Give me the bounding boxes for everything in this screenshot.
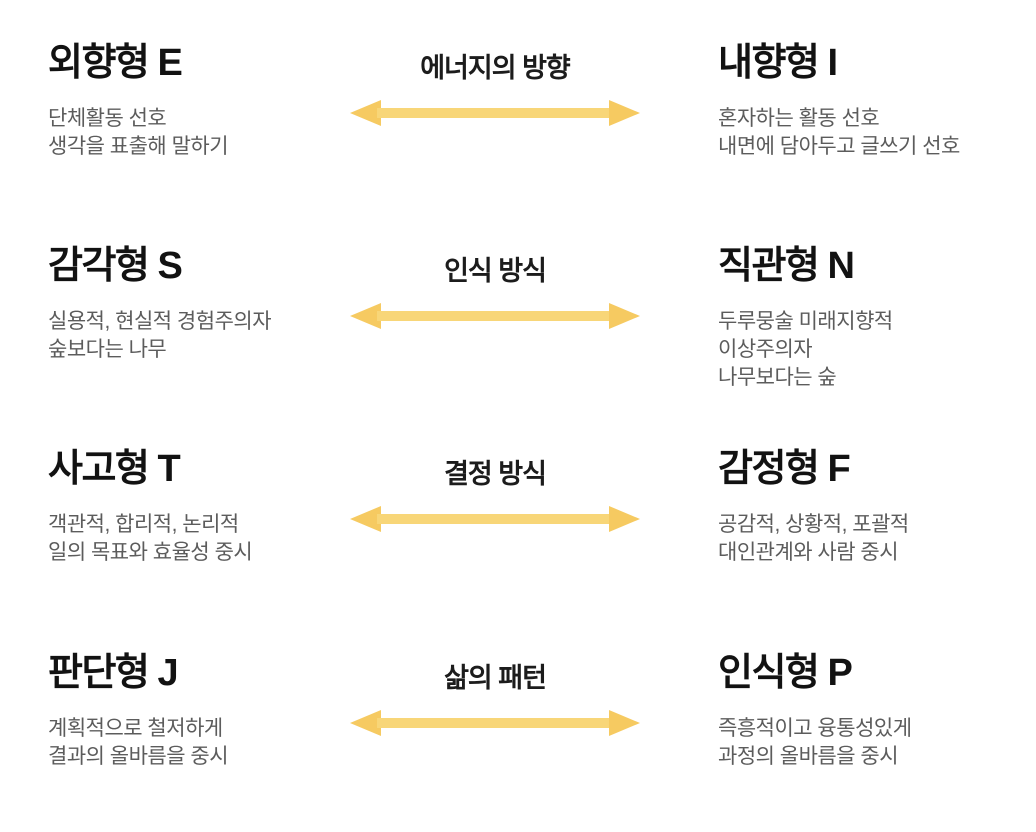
row-decision-dimension: 결정 방식	[350, 448, 640, 652]
type-description-line: 단체활동 선호	[48, 106, 167, 130]
type-description-line: 과정의 올바름을 중시	[718, 744, 899, 768]
type-description-line: 이상주의자	[718, 337, 813, 361]
arrow-right-head-icon	[609, 100, 640, 126]
row-lifestyle-right-type: 인식형 P 즉흥적이고 융통성있게 과정의 올바름을 중시	[640, 652, 1016, 832]
type-description: 객관적, 합리적, 논리적 일의 목표와 효율성 중시	[48, 511, 350, 567]
row-energy-left-type: 외향형 E 단체활동 선호 생각을 표출해 말하기	[48, 42, 350, 245]
type-title-intuition: 직관형 N	[718, 245, 855, 287]
arrow-right-head-icon	[609, 710, 640, 736]
type-description-line: 실용적, 현실적 경험주의자	[48, 309, 272, 333]
dimension-label-decision: 결정 방식	[444, 459, 547, 489]
double-headed-arrow-icon	[350, 100, 640, 126]
dimension-label-lifestyle: 삶의 패턴	[444, 663, 547, 693]
type-description-line: 결과의 올바름을 중시	[48, 744, 229, 768]
dimension-label-energy: 에너지의 방향	[420, 53, 571, 83]
dimension-label-perception: 인식 방식	[444, 256, 547, 286]
type-title-judging: 판단형 J	[48, 652, 179, 694]
row-energy-dimension: 에너지의 방향	[350, 42, 640, 245]
type-description: 혼자하는 활동 선호 내면에 담아두고 글쓰기 선호	[718, 105, 1016, 161]
type-description-line: 내면에 담아두고 글쓰기 선호	[718, 134, 960, 158]
type-description-line: 즉흥적이고 융통성있게	[718, 716, 912, 740]
type-description-line: 생각을 표출해 말하기	[48, 134, 229, 158]
row-lifestyle-left-type: 판단형 J 계획적으로 철저하게 결과의 올바름을 중시	[48, 652, 350, 832]
double-headed-arrow-icon	[350, 506, 640, 532]
type-description: 단체활동 선호 생각을 표출해 말하기	[48, 105, 350, 161]
arrow-shaft	[377, 514, 613, 524]
type-description: 즉흥적이고 융통성있게 과정의 올바름을 중시	[718, 715, 1016, 771]
arrow-left-head-icon	[350, 710, 381, 736]
arrow-left-head-icon	[350, 100, 381, 126]
type-description-line: 혼자하는 활동 선호	[718, 106, 880, 130]
type-title-introvert: 내향형 I	[718, 42, 838, 84]
type-description: 두루뭉술 미래지향적 이상주의자 나무보다는 숲	[718, 308, 1016, 392]
type-title-extravert: 외향형 E	[48, 42, 183, 84]
row-decision-right-type: 감정형 F 공감적, 상황적, 포괄적 대인관계와 사람 중시	[640, 448, 1016, 652]
row-perception-right-type: 직관형 N 두루뭉술 미래지향적 이상주의자 나무보다는 숲	[640, 245, 1016, 448]
type-title-thinking: 사고형 T	[48, 448, 181, 490]
type-description: 실용적, 현실적 경험주의자 숲보다는 나무	[48, 308, 350, 364]
arrow-shaft	[377, 718, 613, 728]
type-description-line: 일의 목표와 효율성 중시	[48, 540, 253, 564]
type-description-line: 대인관계와 사람 중시	[718, 540, 899, 564]
double-headed-arrow-icon	[350, 710, 640, 736]
type-description-line: 객관적, 합리적, 논리적	[48, 512, 239, 536]
row-perception-dimension: 인식 방식	[350, 245, 640, 448]
type-description-line: 공감적, 상황적, 포괄적	[718, 512, 909, 536]
row-decision-left-type: 사고형 T 객관적, 합리적, 논리적 일의 목표와 효율성 중시	[48, 448, 350, 652]
row-perception-left-type: 감각형 S 실용적, 현실적 경험주의자 숲보다는 나무	[48, 245, 350, 448]
double-headed-arrow-icon	[350, 303, 640, 329]
type-title-perceiving: 인식형 P	[718, 652, 853, 694]
type-description: 공감적, 상황적, 포괄적 대인관계와 사람 중시	[718, 511, 1016, 567]
type-title-feeling: 감정형 F	[718, 448, 851, 490]
arrow-right-head-icon	[609, 303, 640, 329]
row-lifestyle-dimension: 삶의 패턴	[350, 652, 640, 832]
arrow-right-head-icon	[609, 506, 640, 532]
type-description: 계획적으로 철저하게 결과의 올바름을 중시	[48, 715, 350, 771]
type-description-line: 숲보다는 나무	[48, 337, 167, 361]
arrow-shaft	[377, 108, 613, 118]
row-energy-right-type: 내향형 I 혼자하는 활동 선호 내면에 담아두고 글쓰기 선호	[640, 42, 1016, 245]
type-title-sensing: 감각형 S	[48, 245, 183, 287]
type-description-line: 계획적으로 철저하게	[48, 716, 223, 740]
type-description-line: 두루뭉술 미래지향적	[718, 309, 893, 333]
arrow-left-head-icon	[350, 303, 381, 329]
type-description-line: 나무보다는 숲	[718, 365, 837, 389]
arrow-shaft	[377, 311, 613, 321]
arrow-left-head-icon	[350, 506, 381, 532]
